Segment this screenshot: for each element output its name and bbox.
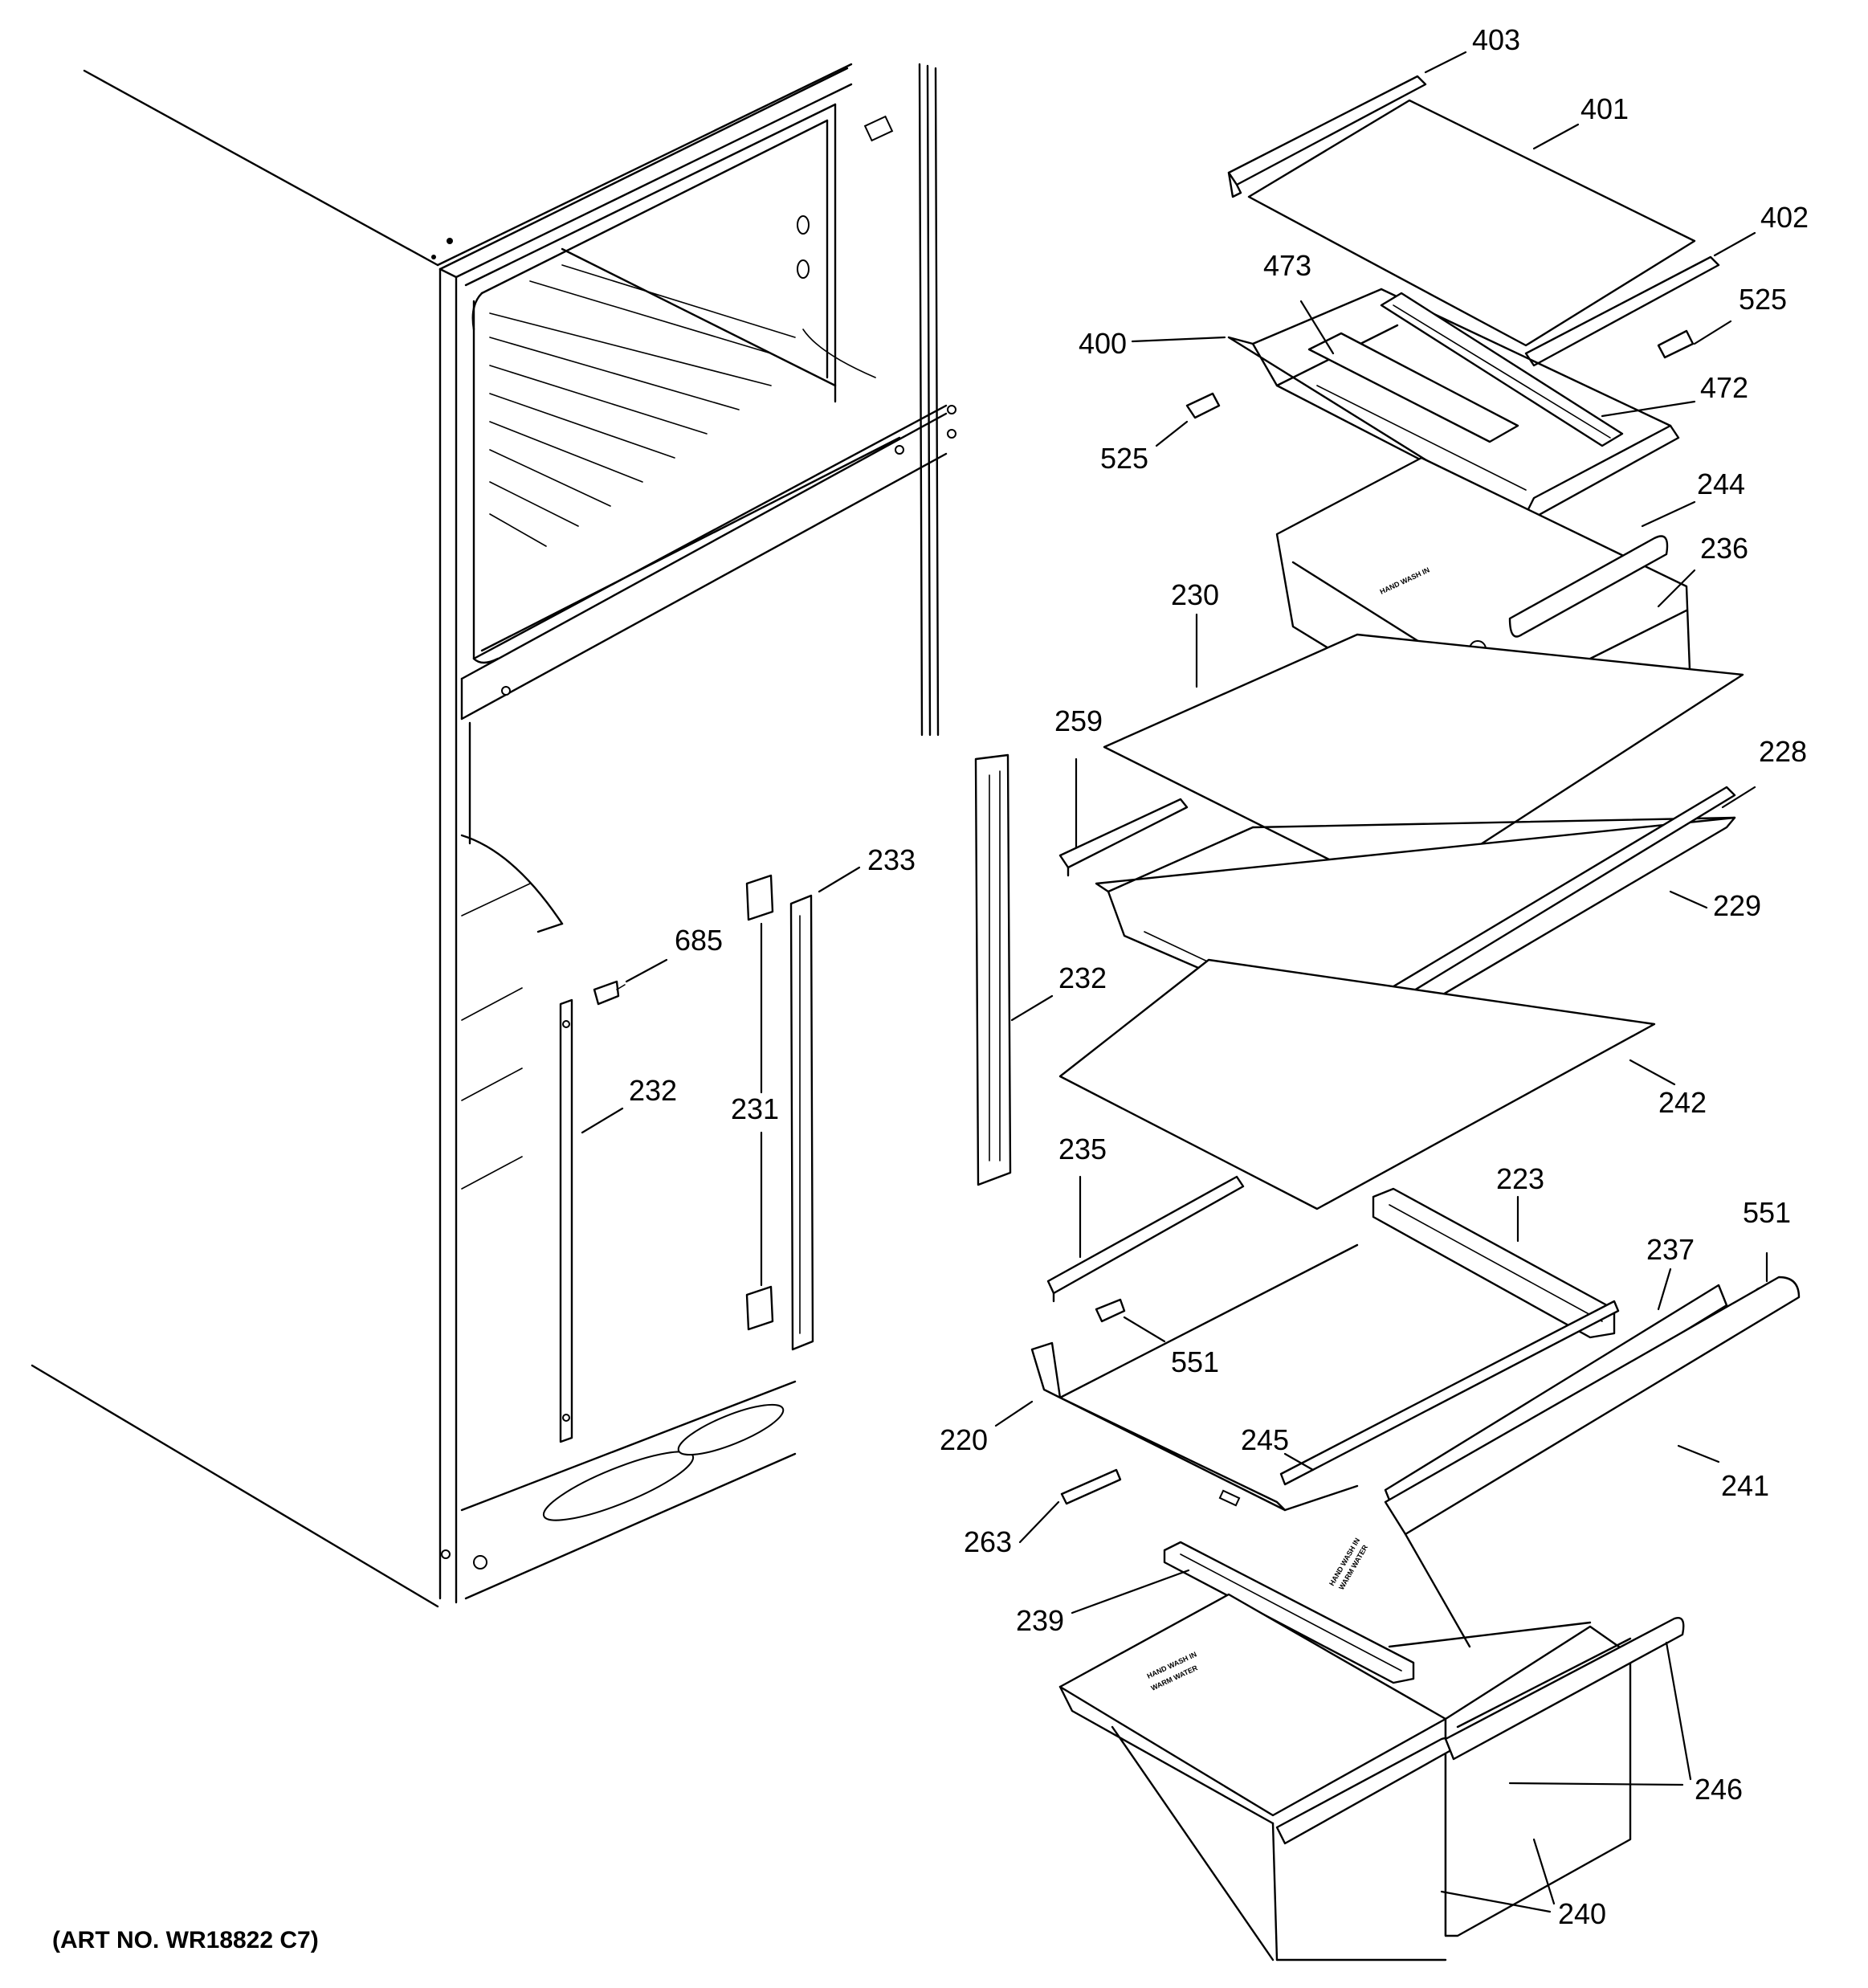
shelf-slide-472 bbox=[1380, 292, 1624, 447]
cover-frame-223 bbox=[1372, 1187, 1616, 1339]
shelf-trim-245 bbox=[1279, 1300, 1620, 1486]
screw-525-right bbox=[1657, 329, 1695, 359]
callout-473: 473 bbox=[1263, 249, 1311, 282]
callout-244: 244 bbox=[1697, 467, 1745, 500]
callout-236: 236 bbox=[1700, 532, 1748, 565]
slide-rail-239 bbox=[1163, 1541, 1415, 1684]
leader-lines bbox=[581, 51, 1768, 1913]
shelf-ladder-233 bbox=[789, 894, 814, 1351]
glass-shelf-230 bbox=[1103, 633, 1744, 897]
callout-239: 239 bbox=[1016, 1604, 1064, 1637]
callout-472: 472 bbox=[1700, 371, 1748, 404]
callout-235: 235 bbox=[1058, 1133, 1107, 1165]
callout-685: 685 bbox=[675, 924, 723, 957]
glass-shelf-242 bbox=[1058, 958, 1656, 1210]
callout-551-left: 551 bbox=[1171, 1345, 1219, 1378]
callout-525-right: 525 bbox=[1739, 283, 1787, 316]
screw-551-left bbox=[1095, 1298, 1126, 1323]
callout-241: 241 bbox=[1721, 1469, 1769, 1502]
shelf-trim-263 bbox=[1060, 1468, 1122, 1505]
callout-237: 237 bbox=[1646, 1233, 1695, 1266]
shelf-trim-403 bbox=[1227, 75, 1427, 198]
shelf-trim-235 bbox=[1046, 1175, 1245, 1303]
callout-231: 231 bbox=[731, 1092, 779, 1125]
callout-401: 401 bbox=[1580, 92, 1629, 125]
callout-263: 263 bbox=[964, 1525, 1012, 1558]
callout-220: 220 bbox=[940, 1423, 988, 1456]
callout-232-right: 232 bbox=[1058, 961, 1107, 994]
callout-525-left: 525 bbox=[1100, 442, 1148, 475]
callout-245: 245 bbox=[1241, 1423, 1289, 1456]
shelf-trim-402 bbox=[1524, 255, 1720, 367]
callout-230: 230 bbox=[1171, 578, 1219, 611]
callout-403: 403 bbox=[1472, 23, 1520, 56]
art-number: (ART NO. WR18822 C7) bbox=[52, 1927, 319, 1953]
callout-233: 233 bbox=[867, 843, 916, 876]
callout-223: 223 bbox=[1496, 1162, 1544, 1195]
callout-242: 242 bbox=[1658, 1086, 1707, 1119]
screw-525-left bbox=[1185, 392, 1221, 419]
callout-232-left: 232 bbox=[629, 1074, 677, 1107]
callout-246: 246 bbox=[1695, 1773, 1743, 1806]
callout-551-right: 551 bbox=[1743, 1196, 1791, 1229]
callout-229: 229 bbox=[1713, 889, 1761, 922]
callout-labels: 403 401 402 473 525 400 472 525 244 236 … bbox=[629, 23, 1809, 1930]
shelf-ladder-right-232 bbox=[974, 753, 1012, 1186]
callout-240: 240 bbox=[1558, 1897, 1606, 1930]
bracket-clip-231 bbox=[745, 874, 774, 1331]
shelf-slide-473 bbox=[1307, 332, 1519, 443]
callout-228: 228 bbox=[1759, 735, 1807, 768]
screw-685 bbox=[593, 980, 626, 1006]
callout-402: 402 bbox=[1760, 201, 1809, 234]
shelf-trim-259 bbox=[1058, 798, 1189, 877]
shelf-rail-left-232 bbox=[559, 998, 573, 1443]
refrigerator-cabinet bbox=[31, 63, 956, 1608]
glass-shelf-401 bbox=[1247, 99, 1696, 347]
pan-cover-241 bbox=[1384, 1276, 1801, 1648]
callout-259: 259 bbox=[1054, 704, 1103, 737]
callout-400: 400 bbox=[1079, 327, 1127, 360]
cover-frame-220 bbox=[1030, 1243, 1359, 1512]
crisper-handles-246 bbox=[1275, 1617, 1685, 1845]
drawer-handle-236 bbox=[1508, 535, 1669, 638]
